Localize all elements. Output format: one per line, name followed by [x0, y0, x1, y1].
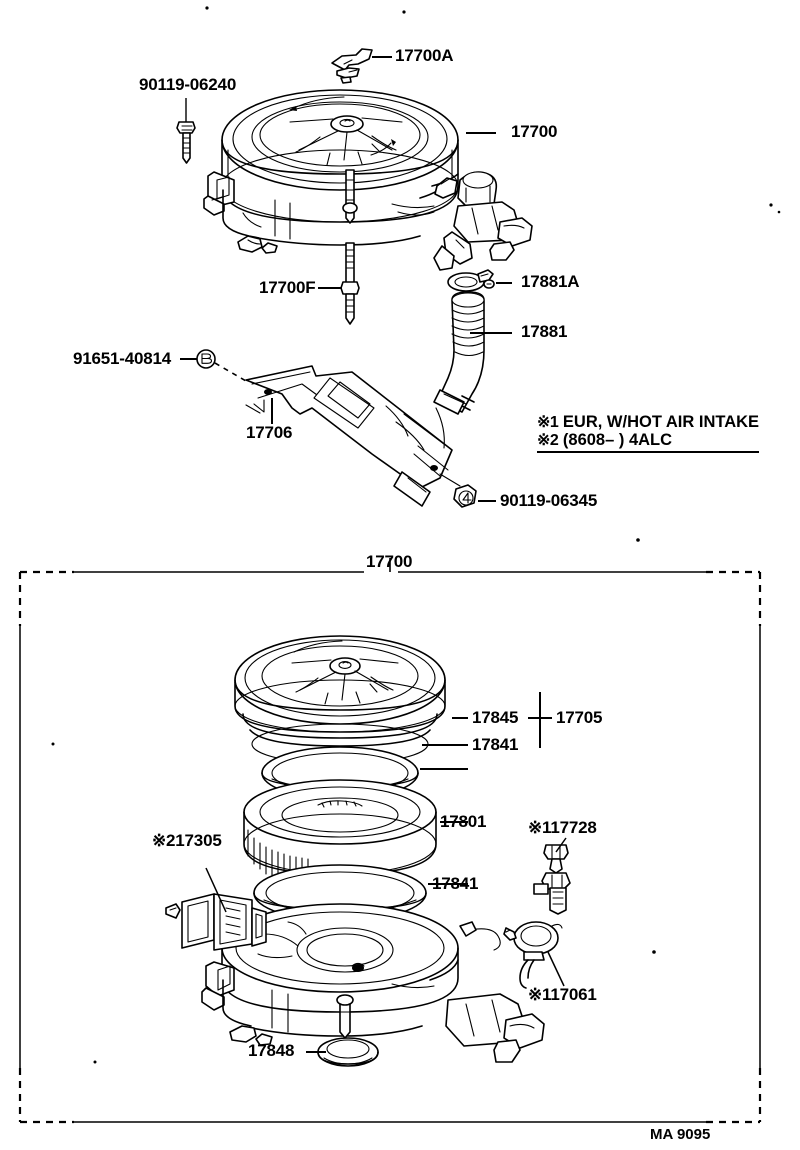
callout-17705: 17705: [556, 708, 603, 727]
note-line-2: ※2 (8608– ) 4ALC: [537, 430, 759, 450]
part-air-temp-sensor-17305: [165, 867, 267, 951]
note-mark-2: ※2: [537, 431, 559, 449]
note-text-1: EUR, W/HOT AIR INTAKE: [562, 413, 760, 431]
detail-frame: [18, 558, 762, 1124]
part-air-cleaner-housing-base: [201, 903, 545, 1063]
callout-91651-40814: 91651-40814: [73, 349, 172, 368]
part-cover-17845: [234, 635, 446, 765]
callout-117061: ※117061: [528, 985, 597, 1004]
callout-90119-06345: 90119-06345: [500, 491, 598, 510]
note-line-1: ※1 EUR, W/HOT AIR INTAKE: [537, 413, 760, 432]
part-vacuum-motor-117061: [503, 921, 565, 989]
part-grommet-17848: [317, 1037, 379, 1067]
note-mark-1: ※1: [537, 414, 559, 431]
part-bolt-90119-06240: [176, 98, 196, 164]
callout-90119-06240: 90119-06240: [139, 75, 237, 94]
note-text-2: (8608– ) 4ALC: [562, 430, 673, 449]
part-air-cleaner-assembly-17700: [203, 89, 533, 271]
part-inlet-duct-17706: [245, 365, 461, 507]
callout-117728: ※117728: [528, 818, 597, 837]
part-stud-bolt-17700F: [340, 242, 360, 325]
callout-17881A: 17881A: [521, 272, 580, 291]
callout-17841-lower: 17841: [432, 874, 479, 893]
callout-17305: ※217305: [152, 831, 222, 850]
callout-17700: 17700: [511, 122, 558, 141]
marker-circle-b: [196, 349, 216, 369]
part-wing-nut-17700A: [331, 48, 373, 84]
callout-17841-upper: 17841: [472, 735, 519, 754]
callout-17706: 17706: [246, 423, 293, 442]
frame-title-17700: 17700: [366, 552, 413, 571]
callout-17845: 17845: [472, 708, 519, 727]
diagram-notes: ※1 EUR, W/HOT AIR INTAKE ※2 (8608– ) 4AL…: [537, 413, 760, 453]
sheet-footer-code: MA 9095: [650, 1126, 711, 1143]
callout-17700A: 17700A: [395, 46, 454, 65]
callout-17881: 17881: [521, 322, 568, 341]
part-filter-element-17801: [243, 779, 437, 889]
callout-17700F: 17700F: [259, 278, 316, 297]
part-thermo-valve-117728: [533, 837, 571, 915]
part-bolt-90119-06345: [453, 484, 477, 508]
callout-17801: 17801: [440, 812, 487, 831]
part-air-hose-17881: [433, 291, 485, 415]
callout-17848: 17848: [248, 1041, 295, 1060]
part-hose-clamp-17881A: [447, 269, 495, 292]
